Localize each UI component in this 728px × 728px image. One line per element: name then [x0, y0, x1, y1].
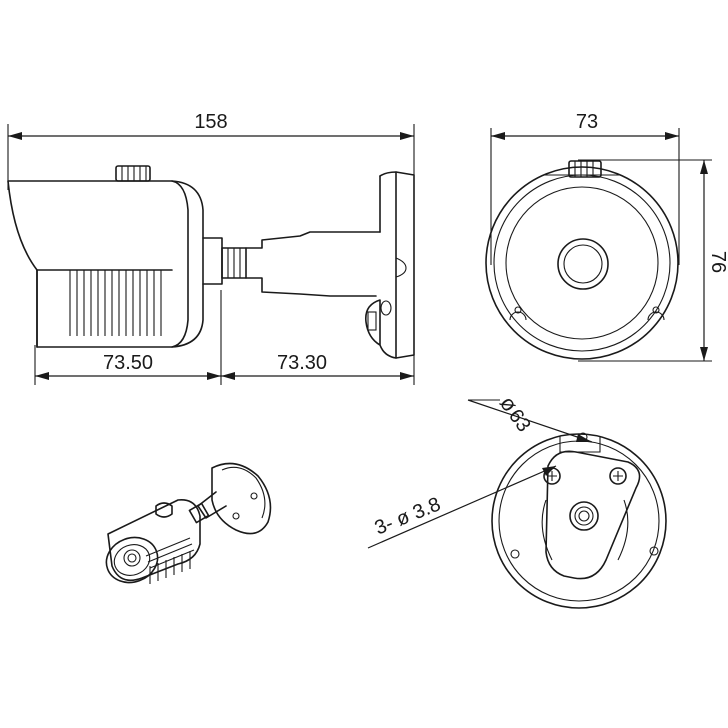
dimension-158-label: 158 — [194, 111, 227, 133]
dimension-76-label: 76 — [707, 251, 728, 273]
top-adjust-knob — [115, 165, 151, 182]
dimension-73-50-label: 73.50 — [103, 352, 153, 374]
swivel-joint — [202, 237, 247, 285]
dimension-73: 73 — [491, 111, 679, 140]
heat-sink-fins — [69, 270, 162, 336]
dimension-73-30: 73.30 — [221, 352, 414, 380]
mount-view: ø63 3- ø 3.8 — [367, 391, 667, 609]
dimension-158: 158 — [8, 111, 414, 140]
front-screw-right — [647, 311, 665, 321]
bracket-arm — [245, 231, 381, 297]
mount-plate — [545, 450, 641, 580]
mount-hole-left — [510, 549, 520, 559]
iso-lens-face — [105, 536, 159, 584]
front-view: 73 76 — [485, 111, 728, 362]
mount-hole-right — [649, 546, 659, 556]
dimension-73-label: 73 — [576, 111, 598, 133]
dimension-phi-63-label: ø63 — [495, 391, 537, 436]
mount-screw-left — [543, 467, 561, 485]
dimension-73-50: 73.50 — [35, 352, 221, 380]
iso-body — [107, 499, 201, 582]
camera-body — [7, 180, 204, 348]
dimension-hole-spec-label: 3- ø 3.8 — [372, 493, 444, 539]
front-lens — [557, 238, 609, 290]
side-view: 158 — [7, 111, 415, 385]
mount-outer-circle — [491, 433, 667, 609]
iso-wall-plate — [211, 462, 272, 535]
mount-center-bolt — [569, 501, 599, 531]
mount-screw-right — [609, 467, 627, 485]
mount-hole-top — [578, 432, 588, 442]
front-outer-ring — [485, 166, 679, 360]
iso-arm — [197, 491, 227, 519]
front-knob — [568, 160, 602, 178]
wall-plate — [364, 171, 415, 359]
dimension-76: 76 — [700, 160, 728, 361]
front-screw-left — [509, 311, 527, 321]
dimension-hole-spec: 3- ø 3.8 — [367, 465, 557, 549]
isometric-view — [105, 462, 272, 584]
dimension-73-30-label: 73.30 — [277, 352, 327, 374]
